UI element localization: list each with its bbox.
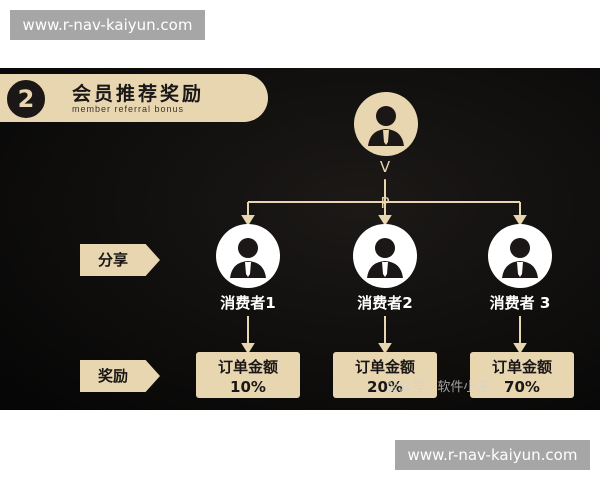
reward-percent: 20% — [367, 378, 403, 396]
reward-title: 订单金额 — [217, 358, 278, 376]
vip-avatar — [354, 92, 418, 156]
reward-title: 订单金额 — [354, 358, 415, 376]
diagram-panel: 2 会员推荐奖励 member referral bonus — [0, 68, 600, 410]
person-icon — [368, 106, 404, 146]
consumer-label-2: 消费者2 — [357, 294, 413, 312]
connector-arrow — [513, 343, 527, 354]
reward-percent: 70% — [504, 378, 540, 396]
consumer-label-1: 消费者1 — [220, 294, 276, 312]
consumer-avatar-2 — [353, 224, 417, 288]
share-tag: 分享 — [80, 244, 160, 276]
reward-percent: 10% — [230, 378, 266, 396]
reward-box-2: 订单金额 20% — [333, 352, 437, 398]
connector-arrow — [378, 215, 392, 226]
consumer-avatar-1 — [216, 224, 280, 288]
connector-arrow — [241, 215, 255, 226]
watermark-bottom: www.r-nav-kaiyun.com — [395, 440, 590, 470]
page-title: 会员推荐奖励 — [72, 83, 205, 105]
reward-tag: 奖励 — [80, 360, 160, 392]
step-number-badge: 2 — [4, 77, 48, 121]
consumer-avatar-3 — [488, 224, 552, 288]
connector-arrow — [513, 215, 527, 226]
person-icon — [367, 238, 403, 278]
reward-box-1: 订单金额 10% — [196, 352, 300, 398]
page-subtitle: member referral bonus — [72, 104, 185, 114]
connector-arrow — [241, 343, 255, 354]
person-icon — [230, 238, 266, 278]
watermark-top: www.r-nav-kaiyun.com — [10, 10, 205, 40]
vip-label: V I P — [379, 158, 403, 212]
reward-title: 订单金额 — [491, 358, 552, 376]
wechat-overlay-watermark: 公众号 · 软件小王 — [386, 380, 490, 395]
consumer-label-3: 消费者 3 — [489, 294, 551, 312]
person-icon — [502, 238, 538, 278]
connector-arrow — [378, 343, 392, 354]
reward-box-3: 订单金额 70% — [470, 352, 574, 398]
